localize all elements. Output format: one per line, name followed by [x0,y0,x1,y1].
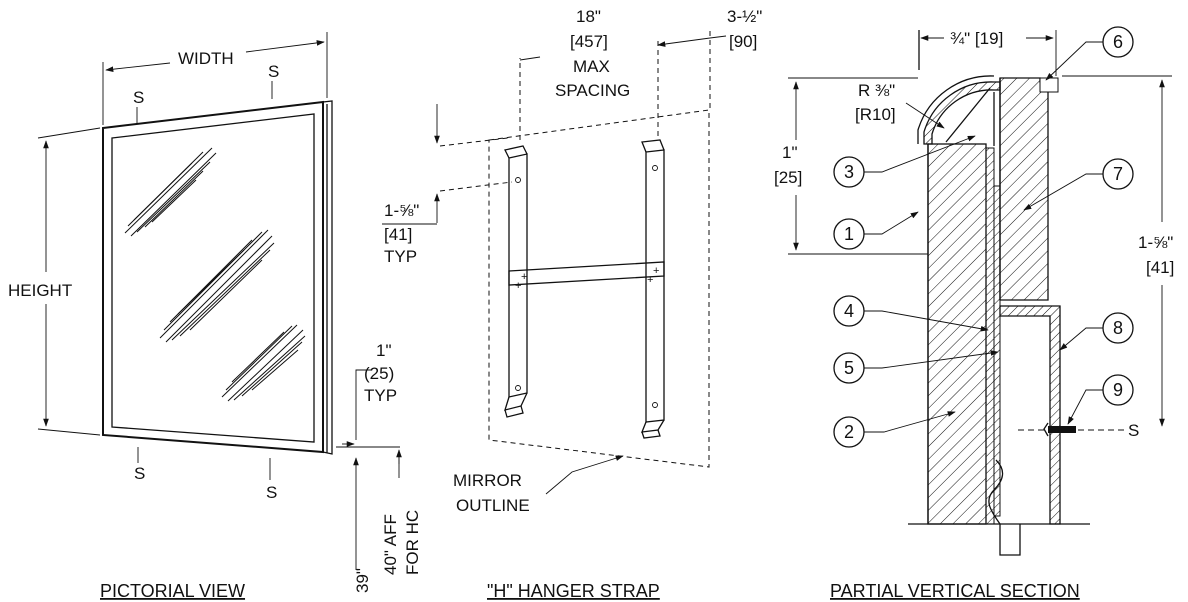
pictorial-view-caption: PICTORIAL VIEW [100,581,245,601]
glass-reflection-marks [124,147,306,402]
svg-text:9: 9 [1113,380,1123,400]
top-dimension: ¾" [19] [920,29,1057,76]
height-label: HEIGHT [8,281,72,300]
wall-angle-section [999,305,1061,525]
svg-text:1: 1 [844,224,854,244]
svg-text:MAX: MAX [573,57,610,76]
svg-text:6: 6 [1113,32,1123,52]
svg-text:+: + [521,271,527,283]
callout-3: 3 [833,135,976,188]
svg-text:1": 1" [782,143,798,162]
width-dimension: WIDTH [102,32,328,125]
callout-6: 6 [1045,26,1134,81]
screw-mark-s: S [268,62,279,81]
svg-text:40" AFF: 40" AFF [381,514,400,575]
svg-text:4: 4 [844,301,854,321]
right-height-dimension: 1-⅝" [41] [1062,75,1174,427]
svg-text:TYP: TYP [384,247,417,266]
callout-2: 2 [833,411,956,448]
svg-text:3-½": 3-½" [727,7,762,26]
hanger-clip-section [999,77,1059,301]
svg-text:+: + [515,280,521,292]
screw-mark-s: S [266,483,277,502]
svg-text:R ⅜": R ⅜" [858,81,895,100]
left-strap [504,145,528,418]
svg-text:[41]: [41] [1146,258,1174,277]
svg-text:[457]: [457] [570,32,608,51]
callout-7: 7 [1023,158,1134,211]
svg-text:+: + [653,265,659,277]
svg-text:MIRROR: MIRROR [453,471,522,490]
svg-text:¾" [19]: ¾" [19] [950,29,1003,48]
partial-vertical-section: S ¾" [19] R ⅜" [R10] 1" [25] [774,26,1174,601]
svg-text:[R10]: [R10] [855,105,896,124]
cross-bar: + + + + [508,261,665,292]
hole-spacing-dimension: 1-⅝" [41] TYP [382,104,513,266]
svg-text:FOR HC: FOR HC [403,510,422,575]
callout-9: 9 [1067,374,1134,425]
mirror-glass-section [927,143,1001,525]
svg-text:3: 3 [844,162,854,182]
hanger-strap-view: + + + + 18" [457] MAX SPACING 3-½" [90] [382,7,762,601]
hanger-strap-caption: "H" HANGER STRAP [487,581,660,601]
callout-1: 1 [833,211,919,250]
screw-section [1043,422,1076,437]
callout-4: 4 [833,295,989,332]
radius-note: R ⅜" [R10] [855,81,945,129]
svg-text:1": 1" [376,341,392,360]
mounting-height-note: 39" 40" AFF FOR HC [353,449,422,593]
svg-text:OUTLINE: OUTLINE [456,496,530,515]
callout-8: 8 [1059,312,1134,351]
svg-text:1-⅝": 1-⅝" [384,201,419,220]
screw-mark-s: S [1128,421,1139,440]
mirror-outline-note: MIRROR OUTLINE [453,455,624,515]
mirror-frame [102,100,333,455]
left-height-dimension: 1" [25] [774,77,928,255]
frame-top-arc [917,75,1001,146]
svg-text:+: + [647,274,653,286]
svg-text:TYP: TYP [364,386,397,405]
svg-text:2: 2 [844,422,854,442]
svg-text:8: 8 [1113,318,1123,338]
svg-text:(25): (25) [364,364,394,383]
svg-text:SPACING: SPACING [555,81,630,100]
svg-text:7: 7 [1113,164,1123,184]
callout-5: 5 [833,350,999,384]
width-label: WIDTH [178,49,234,68]
svg-text:[25]: [25] [774,168,802,187]
svg-text:39": 39" [353,568,372,593]
screw-mark-s: S [134,464,145,483]
pictorial-view: WIDTH HEIGHT S S S S 1" (25) TYP [8,32,422,601]
svg-text:18": 18" [576,7,601,26]
height-dimension: HEIGHT [8,127,101,436]
svg-text:[90]: [90] [729,32,757,51]
svg-text:[41]: [41] [384,225,412,244]
max-spacing-dimension: 18" [457] MAX SPACING 3-½" [90] [519,7,762,140]
svg-text:1-⅝": 1-⅝" [1138,233,1173,252]
screw-mark-s: S [133,88,144,107]
svg-text:5: 5 [844,358,854,378]
mirror-outline [488,109,710,468]
frame-width-note: 1" (25) TYP [336,341,400,448]
section-caption: PARTIAL VERTICAL SECTION [830,581,1080,601]
right-strap [640,139,665,439]
